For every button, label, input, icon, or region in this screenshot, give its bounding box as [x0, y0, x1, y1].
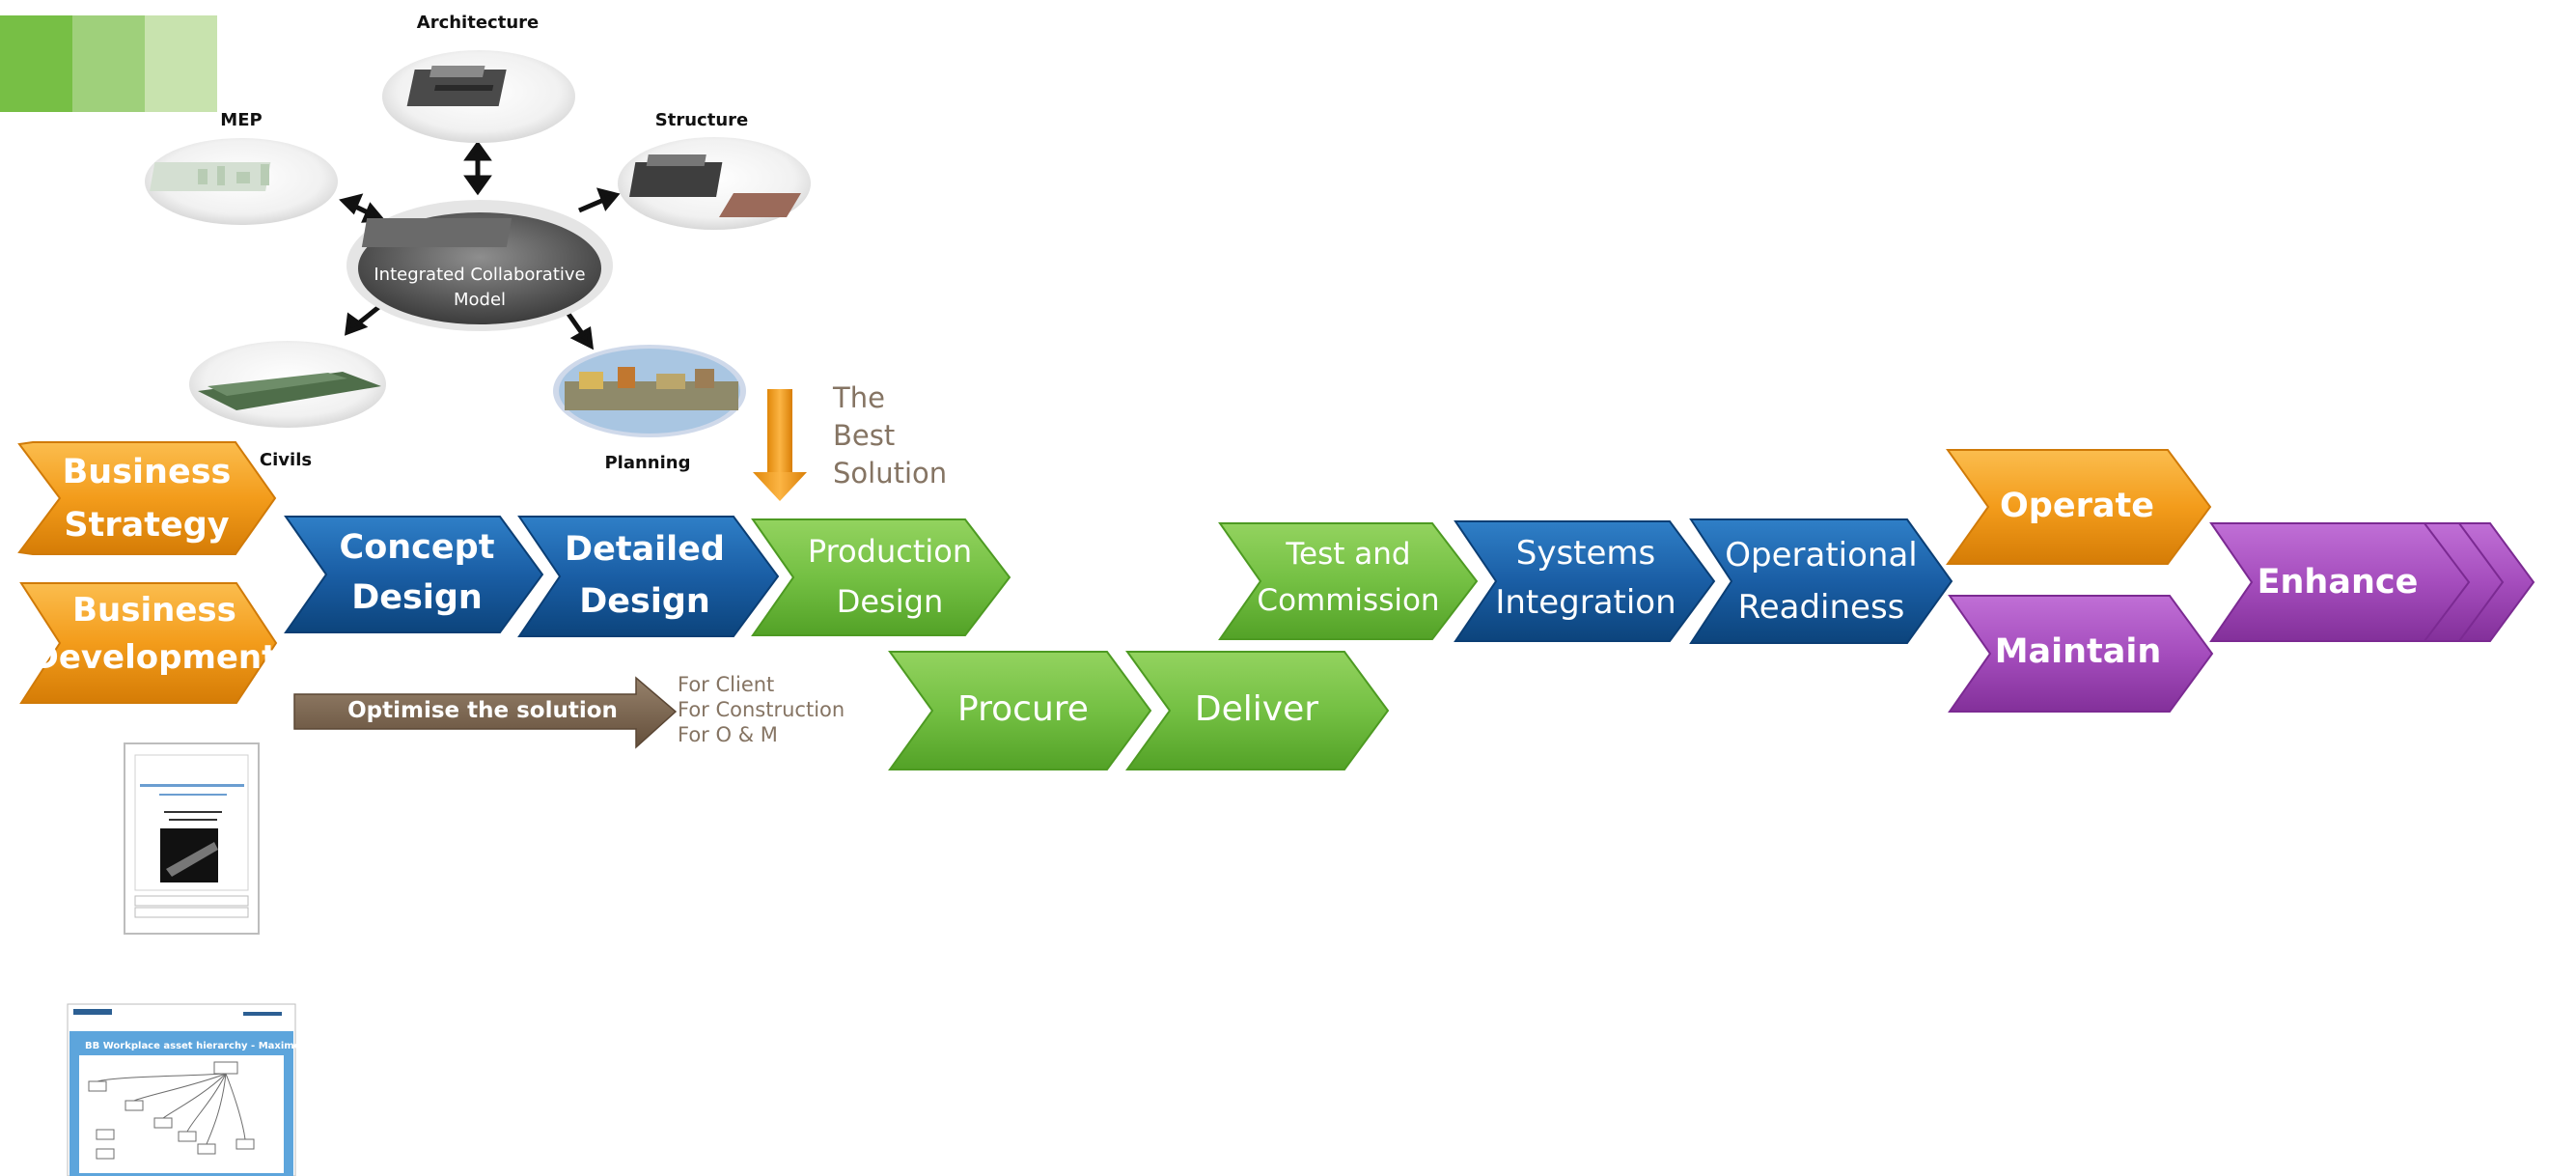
for-construction-text: For Construction [678, 698, 845, 721]
center-model-label-1: Integrated Collaborative [374, 265, 585, 285]
center-model-label-2: Model [454, 290, 506, 310]
stage-operate: Operate [1946, 449, 2212, 565]
stage-detailed-design: Detailed Design [517, 516, 780, 637]
systems-integration-label-1: Systems [1516, 534, 1656, 573]
stage-business-strategy: Business Strategy [17, 441, 277, 555]
mep-label: MEP [220, 110, 262, 130]
accent-square-mid [72, 15, 145, 112]
accent-square-dark [0, 15, 72, 112]
structure-node: Structure [618, 110, 811, 230]
connector-arrows [339, 140, 621, 350]
for-client-text: For Client [678, 673, 774, 696]
business-strategy-label-2: Strategy [64, 506, 229, 545]
concept-design-label-2: Design [351, 578, 483, 617]
stage-production-design: Production Design [751, 518, 1011, 636]
center-model-node: Integrated Collaborative Model [346, 200, 613, 331]
accent-square-light [145, 15, 217, 112]
stage-business-development: Business Development [19, 582, 278, 704]
structure-label: Structure [655, 110, 748, 130]
detailed-design-label-2: Design [579, 582, 710, 621]
for-om-text: For O & M [678, 723, 778, 746]
stage-procure: Procure [888, 651, 1152, 770]
architecture-label: Architecture [417, 13, 539, 33]
mep-image [150, 162, 271, 191]
business-strategy-label-1: Business [63, 453, 232, 491]
systems-integration-label-2: Integration [1495, 583, 1676, 622]
stage-concept-design: Concept Design [284, 516, 544, 633]
maintain-label: Maintain [1995, 632, 2162, 671]
down-arrow [753, 389, 807, 501]
stage-deliver: Deliver [1125, 651, 1390, 770]
production-design-label-1: Production [808, 533, 972, 570]
building-image [406, 66, 507, 106]
stage-enhance: Enhance [2209, 522, 2535, 642]
planning-label: Planning [604, 453, 690, 473]
detailed-design-label-1: Detailed [565, 530, 725, 569]
optimise-arrow: Optimise the solution [293, 676, 678, 749]
test-commission-label-2: Commission [1257, 583, 1439, 618]
bim-collage: Architecture MEP Structure [145, 13, 811, 473]
business-development-label-1: Business [72, 591, 236, 630]
civils-label: Civils [260, 450, 312, 470]
procure-label: Procure [957, 689, 1089, 729]
hierarchy-title: BB Workplace asset hierarchy - Maximo [85, 1041, 301, 1051]
best-solution-line-2: Best [833, 419, 895, 452]
civils-node: Civils [189, 341, 386, 470]
concept-design-label-1: Concept [340, 528, 495, 567]
stage-maintain: Maintain [1948, 595, 2214, 713]
best-solution-line-3: Solution [833, 457, 947, 490]
production-design-label-2: Design [837, 583, 943, 620]
operational-readiness-label-2: Readiness [1738, 588, 1905, 627]
test-commission-label-1: Test and [1285, 537, 1410, 572]
operate-label: Operate [2000, 487, 2154, 525]
planning-node: Planning [553, 345, 746, 473]
stage-test-commission: Test and Commission [1218, 522, 1479, 640]
stage-systems-integration: Systems Integration [1454, 520, 1716, 642]
business-development-label-2: Development [32, 638, 278, 677]
operational-readiness-label-1: Operational [1725, 536, 1917, 574]
mep-node: MEP [145, 110, 338, 225]
optimise-label: Optimise the solution [347, 698, 618, 723]
hierarchy-thumbnail: BB Workplace asset hierarchy - Maximo [67, 1003, 301, 1176]
structure-image [629, 154, 801, 217]
architecture-node: Architecture [382, 13, 575, 143]
stage-operational-readiness: Operational Readiness [1689, 518, 1953, 644]
enhance-label: Enhance [2257, 563, 2419, 602]
document-thumbnail [124, 742, 260, 935]
best-solution-line-1: The [832, 381, 885, 414]
deliver-label: Deliver [1195, 689, 1318, 729]
